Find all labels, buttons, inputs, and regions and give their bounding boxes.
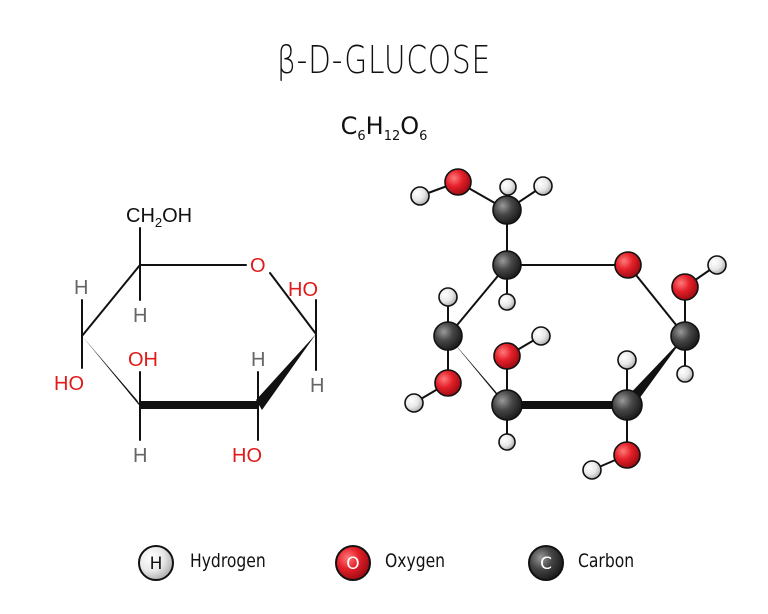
atom-o — [671, 273, 699, 301]
atom-h — [617, 350, 637, 370]
atom-c — [492, 195, 522, 225]
atom-h — [533, 176, 553, 196]
atom-h — [498, 293, 516, 311]
label-h-c3-bottom: H — [133, 445, 147, 467]
label-h-c4-top: H — [74, 277, 88, 299]
atom-h — [498, 433, 516, 451]
formula-c-count: 6 — [357, 128, 366, 144]
atom-h — [531, 326, 551, 346]
atom-o — [444, 168, 472, 196]
legend-carbon-icon — [528, 545, 564, 581]
label-h-c1: H — [310, 375, 324, 397]
atom-h — [410, 186, 430, 206]
atom-c — [670, 321, 700, 351]
stick-o5-c1 — [627, 264, 686, 337]
atom-h — [404, 393, 424, 413]
stick-c5-c4 — [447, 264, 508, 337]
atom-h — [582, 460, 602, 480]
legend-oxygen-icon — [335, 545, 371, 581]
label-h-c2: H — [251, 349, 265, 371]
legend-carbon-symbol: C — [540, 554, 552, 574]
atom-c — [433, 321, 463, 351]
stick-wedge-c2-c1 — [624, 336, 685, 410]
label-ring-oxygen: O — [250, 255, 266, 277]
atom-h — [676, 365, 694, 383]
atom-c — [491, 389, 523, 421]
stick-bold-c3-c2 — [507, 401, 627, 409]
formula-o-count: 6 — [419, 128, 428, 144]
bond-o-c1 — [269, 272, 317, 335]
legend-carbon-label: Carbon — [578, 550, 635, 572]
atom-h — [499, 178, 517, 196]
formula-h: H — [365, 112, 384, 140]
atom-o — [434, 369, 462, 397]
molecular-formula: C6H12O6 — [0, 112, 768, 144]
label-oh-c3: OH — [128, 349, 158, 371]
label-ho-c1: HO — [288, 279, 318, 301]
label-ch2oh: CH2OH — [126, 205, 192, 230]
wedge-c2-c1 — [256, 334, 316, 410]
legend-oxygen-label: Oxygen — [385, 550, 446, 572]
wedge-c4-c3 — [82, 336, 143, 410]
legend-oxygen-symbol: O — [346, 554, 359, 574]
diagram-title: β-D-GLUCOSE — [276, 38, 492, 82]
formula-o: O — [400, 112, 420, 140]
atom-h — [438, 287, 458, 307]
legend-hydrogen-symbol: H — [150, 554, 163, 574]
atom-o — [493, 342, 521, 370]
stick-wedge-c4-c3 — [448, 336, 509, 410]
atom-h — [707, 255, 727, 275]
atom-o — [614, 251, 642, 279]
label-h-c5: H — [133, 305, 147, 327]
bond-c5-c4 — [81, 264, 141, 337]
formula-h-count: 12 — [383, 128, 401, 144]
legend-hydrogen-label: Hydrogen — [190, 550, 266, 572]
bold-bond-c3-c2 — [140, 401, 258, 409]
atom-c — [492, 250, 522, 280]
legend-hydrogen-icon — [138, 545, 174, 581]
atom-c — [611, 389, 643, 421]
formula-c: C — [340, 112, 358, 140]
label-ho-c2: HO — [232, 445, 262, 467]
label-ho-c4: HO — [54, 373, 84, 395]
atom-o — [613, 441, 641, 469]
